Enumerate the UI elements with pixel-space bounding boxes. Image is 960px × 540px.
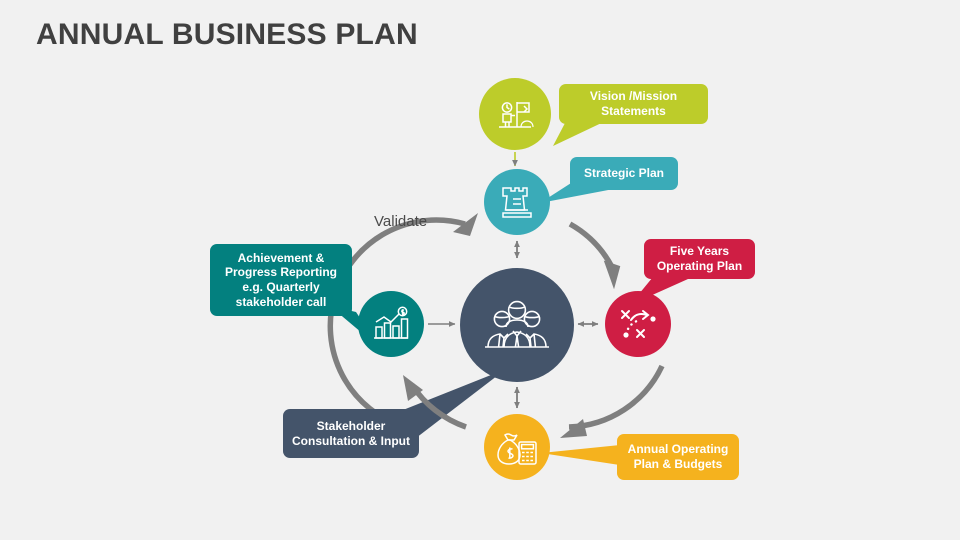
callout-annual-operating-plan[interactable]: Annual Operating Plan & Budgets [617,434,739,480]
callout-vision-mission-label: Vision /Mission Statements [589,89,678,118]
callout-five-years-label: Five Years Operating Plan [656,244,743,273]
callout-strategic-plan[interactable]: Strategic Plan [570,157,678,190]
callout-achievement-label: Achievement & Progress Reporting e.g. Qu… [224,250,338,309]
hub-stakeholders[interactable] [460,268,574,382]
tail-stakeholder [398,369,506,438]
callout-vision-mission[interactable]: Vision /Mission Statements [559,84,708,124]
node-achievement-reporting[interactable] [358,291,424,357]
validate-label: Validate [374,213,428,230]
hub-spokes [428,240,599,409]
node-strategic-plan[interactable] [484,169,550,235]
group-people-icon [485,300,549,348]
callout-stakeholder-consultation[interactable]: Stakeholder Consultation & Input [283,409,419,458]
strategy-tactics-icon [621,310,656,338]
chess-rook-icon [502,187,532,218]
page-title: ANNUAL BUSINESS PLAN [36,18,418,51]
node-annual-operating-plan[interactable] [484,414,550,480]
node-vision[interactable] [479,78,551,150]
node-five-years-operating-plan[interactable] [605,291,671,357]
cycle-ring-arrowheads [403,213,621,438]
callout-strategic-plan-label: Strategic Plan [583,166,665,181]
callout-achievement-reporting[interactable]: Achievement & Progress Reporting e.g. Qu… [210,244,352,316]
callout-five-years-operating-plan[interactable]: Five Years Operating Plan [644,239,755,279]
money-bag-calculator-icon [497,433,537,465]
callout-stakeholder-label: Stakeholder Consultation & Input [292,418,410,448]
person-flag-icon [499,102,534,128]
callout-annual-operating-label: Annual Operating Plan & Budgets [627,442,729,471]
bar-chart-growth-icon [374,306,409,339]
